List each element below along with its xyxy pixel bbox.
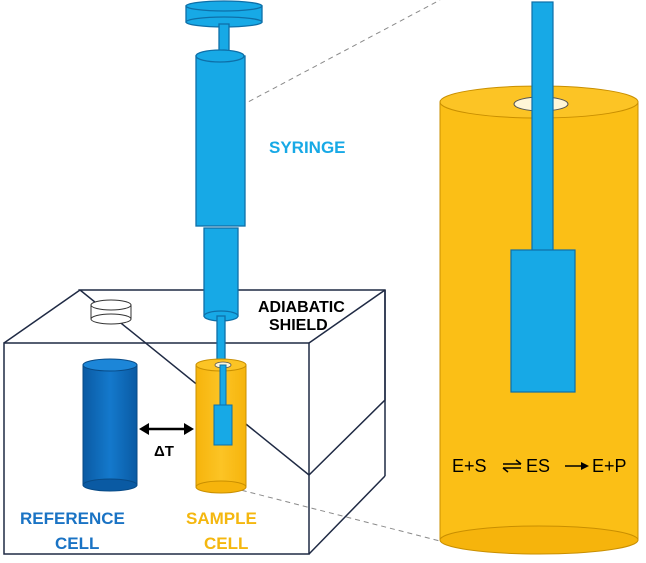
- reference-cell-label-line1: REFERENCE: [20, 509, 125, 528]
- sample-cell-needle: [219, 364, 227, 406]
- reaction-equation: E+S ES E+P: [452, 456, 627, 476]
- sample-cell: [195, 358, 247, 494]
- adiabatic-shield-label-line2: SHIELD: [269, 317, 328, 334]
- forward-arrow-icon: [565, 462, 589, 470]
- syringe-needle: [216, 315, 226, 361]
- zoomed-syringe-tip: [510, 249, 576, 393]
- adiabatic-shield-label-line1: ADIABATIC: [258, 299, 345, 316]
- zoomed-sample-cell: [439, 1, 639, 555]
- syringe-lower-barrel: [203, 227, 239, 317]
- delta-t-label: ΔT: [154, 443, 174, 460]
- syringe-barrel: [195, 55, 246, 227]
- equilibrium-arrow-icon: [502, 459, 522, 473]
- sample-cell-syringe-tip: [213, 404, 233, 446]
- reference-cell: [82, 358, 138, 492]
- zoomed-needle: [531, 1, 554, 253]
- zoom-guide-lines: [232, 0, 441, 542]
- syringe: [185, 0, 263, 361]
- syringe-plunger-rod: [218, 23, 230, 53]
- reaction-right: E+P: [592, 456, 627, 476]
- reaction-left: E+S: [452, 456, 487, 476]
- reaction-middle: ES: [526, 456, 550, 476]
- sample-cell-label-line2: CELL: [204, 534, 248, 553]
- sample-cell-label-line1: SAMPLE: [186, 509, 257, 528]
- shield-puck: [90, 299, 132, 325]
- delta-t-arrow: [139, 423, 194, 435]
- syringe-label: SYRINGE: [269, 138, 346, 157]
- reference-cell-label-line2: CELL: [55, 534, 99, 553]
